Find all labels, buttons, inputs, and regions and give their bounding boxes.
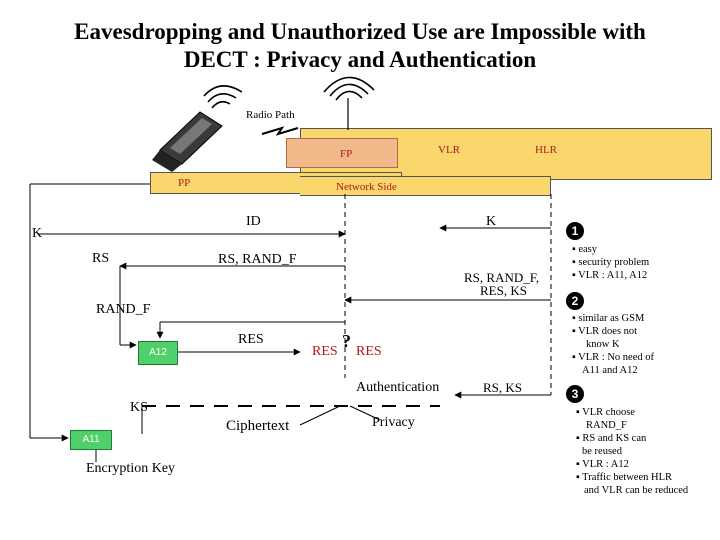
- note-1-number: 1: [566, 222, 584, 240]
- note-3-bullet: ▪ VLR choose: [576, 407, 635, 418]
- network-side-label: Network Side: [336, 181, 397, 193]
- fp-box: [286, 138, 398, 168]
- note-1-bullet: ▪ easy: [572, 244, 598, 255]
- privacy-label: Privacy: [372, 415, 415, 430]
- note-2: ▪ similar as GSM ▪ VLR does not know K ▪…: [572, 312, 654, 377]
- rs-rand-f-res-ks-label-1: RS, RAND_F,: [464, 270, 540, 285]
- k-right-label: K: [486, 214, 497, 229]
- rs-rand-f-label: RS, RAND_F: [218, 252, 297, 267]
- id-label: ID: [246, 214, 261, 229]
- antenna-icon: [323, 76, 375, 130]
- rs-rand-f-res-ks-label-2: RES, KS: [480, 283, 527, 298]
- a12-function-box: A12: [138, 341, 178, 365]
- note-2-bullet: ▪ VLR : No need of: [572, 352, 654, 363]
- note-2-bullet: A11 and A12: [582, 365, 638, 376]
- authentication-label: Authentication: [356, 380, 440, 395]
- res-compare-question: ?: [342, 331, 351, 351]
- rs-ks-label: RS, KS: [483, 380, 523, 395]
- handset-icon: [152, 85, 243, 172]
- rand-f-label: RAND_F: [96, 302, 151, 317]
- note-1-bullet: ▪ security problem: [572, 257, 650, 268]
- note-2-number: 2: [566, 292, 584, 310]
- network-band: [300, 128, 712, 180]
- page-subtitle: DECT : Privacy and Authentication: [183, 47, 537, 72]
- note-3: ▪ VLR choose RAND_F ▪ RS and KS can be r…: [576, 406, 688, 497]
- radio-zigzag-icon: [261, 126, 299, 136]
- network-side-bar: [300, 176, 551, 196]
- note-2-bullet: ▪ VLR does not: [572, 326, 638, 337]
- page-title: Eavesdropping and Unauthorized Use are I…: [74, 19, 646, 44]
- note-1-bullet: ▪ VLR : A11, A12: [572, 270, 648, 281]
- note-1: ▪ easy ▪ security problem ▪ VLR : A11, A…: [572, 243, 649, 282]
- a11-function-box: A11: [70, 430, 112, 450]
- note-3-bullet: and VLR can be reduced: [584, 485, 689, 496]
- note-3-bullet: ▪ VLR : A12: [576, 459, 629, 470]
- note-3-bullet: RAND_F: [586, 420, 627, 431]
- res-compare-left: RES: [312, 344, 338, 359]
- note-3-bullet: ▪ Traffic between HLR: [576, 472, 672, 483]
- encryption-key-label: Encryption Key: [86, 461, 176, 476]
- note-2-bullet: know K: [586, 339, 620, 350]
- radio-path-label: Radio Path: [246, 109, 295, 121]
- rs-label: RS: [92, 251, 110, 266]
- pp-label: PP: [178, 177, 191, 189]
- a12-label: A12: [149, 347, 167, 358]
- note-3-bullet: be reused: [582, 446, 622, 457]
- ks-label: KS: [130, 400, 148, 415]
- hlr-label: HLR: [535, 144, 557, 156]
- a11-label: A11: [82, 434, 100, 445]
- note-3-bullet: ▪ RS and KS can: [576, 433, 647, 444]
- note-3-number: 3: [566, 385, 584, 403]
- fp-label: FP: [340, 148, 353, 160]
- ciphertext-label: Ciphertext: [226, 418, 290, 434]
- res-label: RES: [238, 332, 264, 347]
- vlr-label: VLR: [438, 144, 460, 156]
- k-left-label: K: [32, 226, 43, 241]
- note-2-bullet: ▪ similar as GSM: [572, 313, 645, 324]
- res-compare-right: RES: [356, 344, 382, 359]
